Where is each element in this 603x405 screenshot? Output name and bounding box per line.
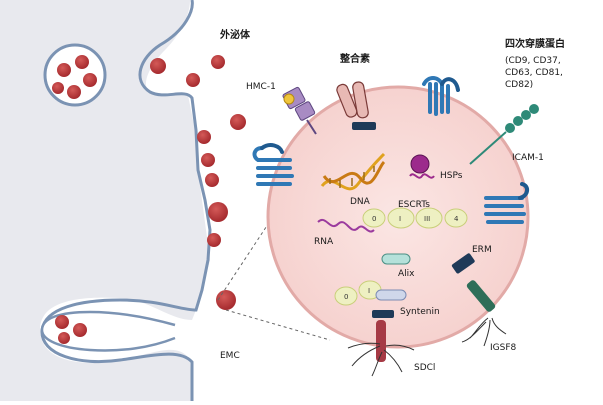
syntenin-subunit-0: 0 xyxy=(344,293,348,301)
label-syntenin: Syntenin xyxy=(400,307,440,317)
label-exosome: 外泌体 xyxy=(219,28,251,41)
syntenin-complex xyxy=(334,280,407,306)
escrt-subunit-3: III xyxy=(424,215,430,223)
label-rna: RNA xyxy=(314,237,334,247)
syntenin-subunit-1: I xyxy=(368,287,370,295)
cell-membrane xyxy=(40,0,212,401)
tetraspanin-top-right xyxy=(422,76,460,116)
label-igsf8: IGSF8 xyxy=(490,343,517,353)
hsps-protein xyxy=(409,154,435,179)
label-tetraspanins-line-2: CD63, CD81, xyxy=(505,68,563,78)
sdcl-protein xyxy=(347,310,415,377)
zoom-line-lower xyxy=(225,309,331,341)
label-integrin: 整合素 xyxy=(339,52,370,65)
escrt-subunit-0: 0 xyxy=(372,215,376,223)
dna-helix xyxy=(320,152,386,191)
hmc1-protein xyxy=(282,86,317,135)
label-tetraspanins-line-1: (CD9, CD37, xyxy=(505,56,561,66)
label-tetraspanins-title: 四次穿膜蛋白 xyxy=(505,37,565,50)
label-emc: EMC xyxy=(220,351,240,361)
label-erm: ERM xyxy=(472,245,492,255)
label-tetraspanins-line-3: CD82) xyxy=(505,80,533,90)
multivesicular-body-lower xyxy=(40,310,176,352)
icam1-protein xyxy=(469,104,539,165)
multivesicular-body-upper xyxy=(43,43,107,107)
label-hmc1: HMC-1 xyxy=(246,82,276,92)
tetraspanin-left xyxy=(252,143,294,186)
igsf8-protein xyxy=(461,280,507,347)
label-sdcl: SDCl xyxy=(414,363,435,373)
label-hsps: HSPs xyxy=(440,171,463,181)
rna-strand xyxy=(317,219,375,233)
label-alix: Alix xyxy=(398,269,415,279)
label-icam1: ICAM-1 xyxy=(512,153,544,163)
escrt-complex xyxy=(362,207,468,229)
label-escrts: ESCRTs xyxy=(398,200,430,210)
integrin-protein xyxy=(336,81,376,130)
label-dna: DNA xyxy=(350,197,371,207)
tetraspanin-right xyxy=(484,182,529,224)
escrt-subunit-1: I xyxy=(399,215,401,223)
alix-protein xyxy=(381,253,411,265)
erm-protein xyxy=(451,253,475,274)
released-exosomes xyxy=(150,55,246,310)
cell-body xyxy=(0,0,210,401)
escrt-subunit-4: 4 xyxy=(454,215,459,223)
